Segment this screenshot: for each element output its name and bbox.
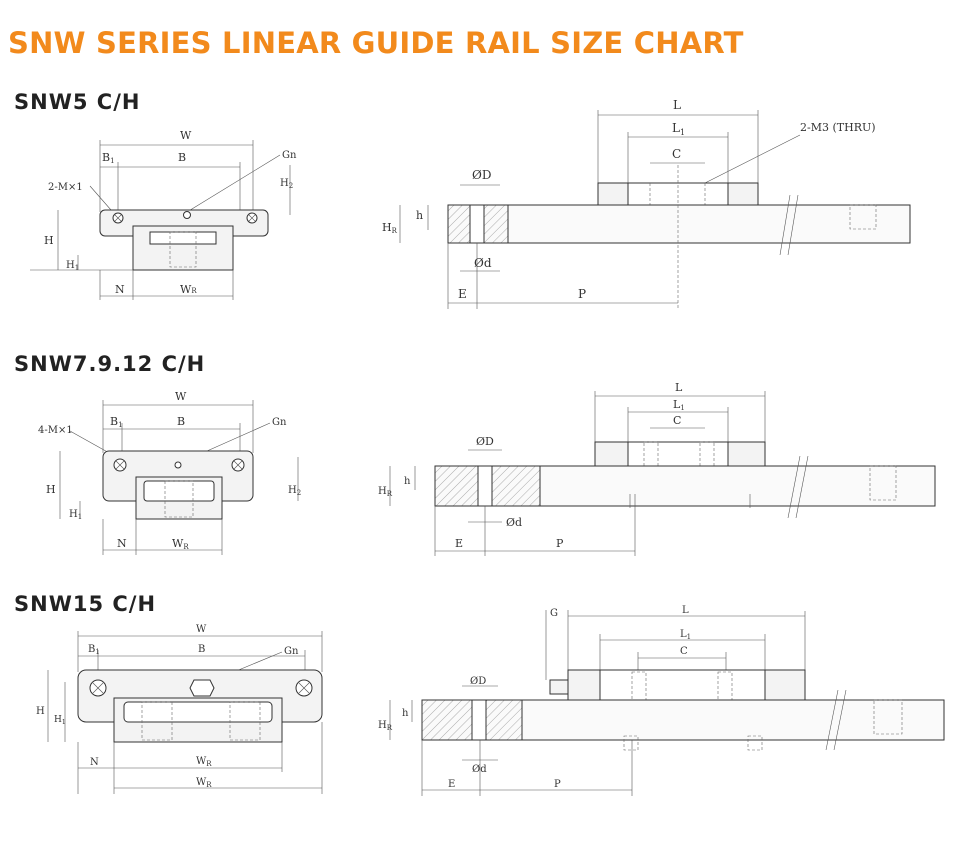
dim-E: E bbox=[448, 779, 455, 790]
dim-W: W bbox=[196, 624, 207, 635]
dim-B1: B1 bbox=[110, 415, 123, 429]
snw7-9-12-side-view: L L1 C ØD Ød HR h E P bbox=[378, 381, 936, 556]
dim-WR: WR bbox=[196, 756, 212, 768]
dim-H1: H1 bbox=[54, 715, 66, 726]
snw15-side-view: G L L1 C ØD Ød HR h E P bbox=[378, 605, 945, 796]
section-heading-snw15: SNW15 C/H bbox=[14, 592, 157, 616]
dim-L: L bbox=[673, 98, 681, 112]
dim-W: W bbox=[175, 390, 187, 403]
dim-B1: B1 bbox=[102, 151, 115, 165]
dim-C: C bbox=[672, 147, 681, 161]
dim-d: Ød bbox=[474, 256, 492, 270]
dim-N: N bbox=[115, 283, 125, 296]
dim-H: H bbox=[46, 483, 56, 496]
dim-h: h bbox=[416, 209, 423, 222]
dim-H1: H1 bbox=[69, 509, 82, 521]
dim-L1: L1 bbox=[673, 398, 685, 412]
dim-h: h bbox=[404, 476, 411, 487]
dim-E: E bbox=[455, 537, 463, 550]
label-Gn: Gn bbox=[282, 150, 297, 161]
label-m3-thru: 2-M3 (THRU) bbox=[800, 121, 876, 134]
label-tap: 4-M×1 bbox=[38, 425, 73, 436]
dim-B: B bbox=[198, 644, 205, 655]
dim-P: P bbox=[554, 779, 561, 790]
dim-D: ØD bbox=[470, 676, 486, 687]
dim-d: Ød bbox=[506, 516, 522, 529]
dim-HR: HR bbox=[378, 720, 393, 732]
dim-B: B bbox=[178, 151, 186, 164]
dim-H: H bbox=[44, 234, 54, 247]
dim-WR: WR bbox=[172, 537, 189, 551]
dim-L1: L1 bbox=[680, 629, 691, 641]
snw5-front-view: W B1 B 2-M×1 Gn H H1 H2 N WR bbox=[30, 129, 297, 300]
dim-HR: HR bbox=[378, 486, 393, 498]
dim-L: L bbox=[675, 381, 683, 394]
snw15-front-view: W B1 B Gn H H1 N WR WR bbox=[36, 624, 323, 794]
dim-P: P bbox=[578, 287, 586, 301]
dim-d: Ød bbox=[472, 764, 487, 775]
dim-h: h bbox=[402, 708, 409, 719]
dim-G: G bbox=[550, 608, 558, 619]
dim-L1: L1 bbox=[672, 121, 685, 137]
dim-N: N bbox=[117, 537, 127, 550]
dim-D: ØD bbox=[472, 168, 491, 182]
dim-H2: H2 bbox=[288, 485, 301, 497]
dim-E: E bbox=[458, 287, 467, 301]
dim-C: C bbox=[673, 414, 681, 427]
section-heading-snw5: SNW5 C/H bbox=[14, 90, 141, 114]
dim-P: P bbox=[556, 537, 564, 550]
dim-WR2: WR bbox=[196, 777, 212, 789]
dim-H1: H1 bbox=[66, 260, 79, 272]
dim-L: L bbox=[682, 605, 689, 616]
label-Gn: Gn bbox=[284, 646, 299, 657]
label-tap: 2-M×1 bbox=[48, 182, 83, 193]
snw5-side-view: L L1 C 2-M3 (THRU) ØD Ød HR h E P bbox=[382, 98, 911, 310]
dim-N: N bbox=[90, 757, 99, 768]
dim-C: C bbox=[680, 646, 688, 657]
dim-H: H bbox=[36, 706, 45, 717]
label-Gn: Gn bbox=[272, 417, 287, 428]
dim-HR: HR bbox=[382, 221, 398, 235]
dim-B1: B1 bbox=[88, 644, 100, 656]
snw7-9-12-front-view: W B1 B 4-M×1 Gn H H1 H2 N WR bbox=[38, 390, 301, 555]
dim-D: ØD bbox=[476, 435, 494, 448]
dim-WR: WR bbox=[180, 283, 197, 296]
dim-H2: H2 bbox=[280, 178, 293, 190]
section-heading-snw7-9-12: SNW7.9.12 C/H bbox=[14, 352, 206, 376]
page-title: SNW SERIES LINEAR GUIDE RAIL SIZE CHART bbox=[8, 26, 744, 60]
dim-W: W bbox=[180, 129, 192, 142]
dim-B: B bbox=[177, 415, 185, 428]
